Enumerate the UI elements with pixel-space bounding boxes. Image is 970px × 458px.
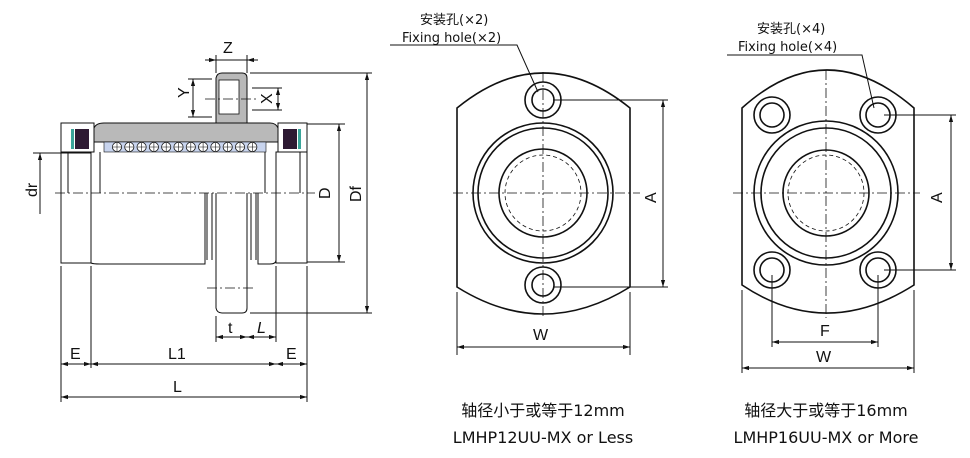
dimensions-side — [33, 55, 372, 402]
ball-cross — [236, 143, 244, 151]
retainer — [103, 141, 267, 153]
body-right-end — [275, 151, 308, 264]
body-outline — [67, 152, 301, 265]
seal-ring-right — [298, 129, 301, 149]
ball-cross — [186, 143, 195, 151]
front-view-small: 安装孔(×2) Fixing hole(×2) A W 轴径小于或等于12mm … — [390, 13, 668, 447]
fixing-hole-top-left — [753, 96, 791, 134]
ball-cross — [149, 143, 158, 151]
flange-plate-lower — [215, 193, 248, 314]
fixing-hole-note-cn: 安装孔(×4) — [757, 22, 825, 37]
ball-cross — [199, 143, 208, 151]
leader-line — [390, 44, 539, 93]
caption-cn: 轴径小于或等于12mm — [461, 401, 625, 420]
dim-label-a: A — [929, 192, 946, 203]
ball-cross — [162, 143, 171, 151]
dim-label-t: t — [228, 320, 233, 337]
body-left-end — [60, 151, 92, 264]
dim-label-l-small: L — [257, 320, 266, 337]
ball-cross — [113, 143, 121, 151]
dim-label-l: L — [173, 379, 182, 396]
dim-label-f: F — [820, 323, 830, 340]
dim-label-e-right: E — [286, 346, 297, 363]
ball-cross — [248, 143, 257, 151]
fixing-hole-inner — [759, 102, 785, 128]
dim-label-d: D — [317, 187, 334, 199]
caption-en: LMHP16UU-MX or More — [734, 428, 919, 447]
dim-label-x: X — [259, 93, 276, 104]
dim-label-z: Z — [223, 40, 233, 57]
ball-cross — [125, 143, 134, 151]
fixing-hole-note-en: Fixing hole(×2) — [402, 31, 501, 46]
dim-label-dr: dr — [24, 182, 41, 197]
flange-outline — [741, 69, 915, 314]
ball-cross — [211, 143, 220, 151]
ball-cross — [174, 143, 183, 151]
dim-label-y: Y — [176, 87, 193, 98]
dim-label-w: W — [533, 327, 549, 344]
front-view-large: 安装孔(×4) Fixing hole(×4) A F W 轴径大于或等于16m… — [727, 22, 956, 447]
caption-cn: 轴径大于或等于16mm — [744, 401, 908, 420]
fixing-hole-note-cn: 安装孔(×2) — [420, 13, 488, 28]
groove-lines — [206, 193, 257, 260]
dim-label-df: Df — [348, 185, 365, 202]
ball-row — [112, 141, 258, 152]
seal-ring-left — [71, 129, 74, 149]
dim-label-l1: L1 — [168, 346, 186, 363]
fixing-hole-note-en: Fixing hole(×4) — [738, 40, 837, 55]
side-view: Z Y X dr D Df t L E L1 E L — [24, 40, 372, 402]
plate-hole — [218, 79, 240, 115]
dim-label-e-left: E — [70, 346, 81, 363]
seal-right — [283, 129, 297, 149]
dim-label-a: A — [643, 192, 660, 203]
ball-cross — [137, 143, 146, 151]
flange-outline — [456, 72, 631, 315]
leader-line — [727, 54, 875, 109]
ball-cross — [223, 143, 232, 151]
housing-section — [93, 122, 279, 143]
dim-label-w: W — [816, 349, 832, 366]
seal-left — [75, 129, 89, 149]
caption-en: LMHP12UU-MX or Less — [453, 428, 633, 447]
